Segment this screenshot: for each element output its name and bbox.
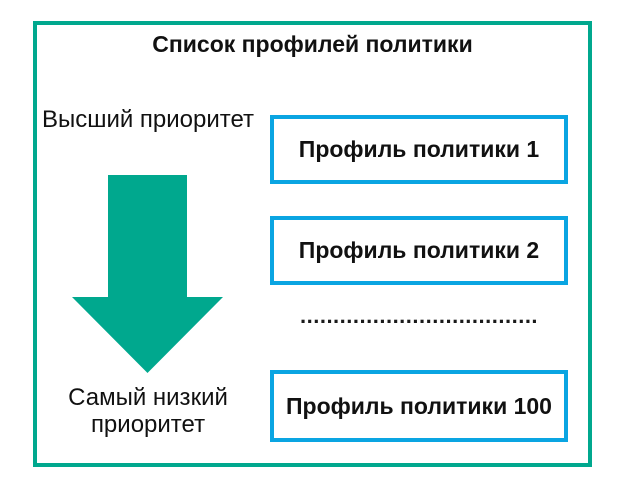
- policy-profile-box-2: Профиль политики 2: [270, 216, 568, 285]
- highest-priority-label: Высший приоритет: [41, 106, 255, 133]
- lowest-priority-label-line1: Самый низкий: [68, 384, 228, 411]
- policy-profile-box-100: Профиль политики 100: [270, 370, 568, 442]
- policy-profile-label: Профиль политики 100: [286, 392, 552, 419]
- lowest-priority-label-line2: приоритет: [90, 411, 206, 438]
- policy-profile-label: Профиль политики 1: [298, 136, 540, 162]
- lowest-priority-label: Самый низкий приоритет: [35, 384, 261, 438]
- ellipsis-dots: ........................................…: [300, 303, 536, 328]
- diagram-title: Список профилей политики: [152, 31, 473, 57]
- policy-profile-label: Профиль политики 2: [298, 237, 540, 263]
- policy-profile-box-1: Профиль политики 1: [270, 115, 568, 184]
